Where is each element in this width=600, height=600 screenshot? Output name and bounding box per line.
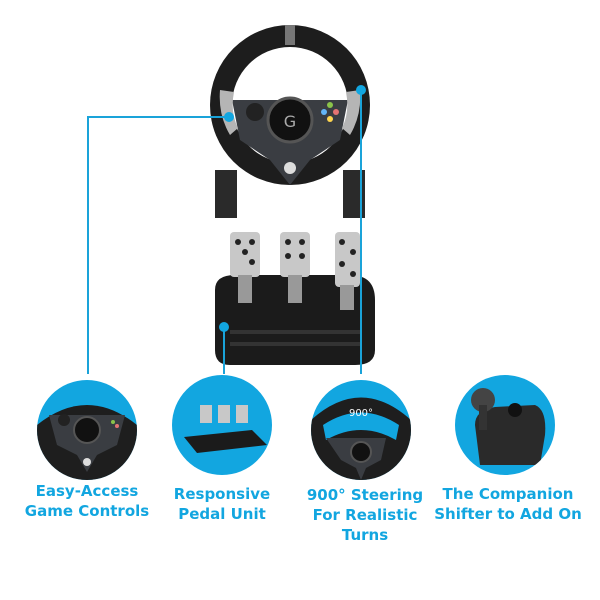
feature-pedals-image [172, 375, 272, 475]
caption-line: Easy-Access [35, 482, 139, 500]
feature-shifter-image [455, 375, 555, 475]
connector-line-steering [360, 90, 362, 374]
steering-rotation-icon: 900° [311, 397, 411, 480]
caption-line: Pedal Unit [178, 505, 266, 523]
feature-steering-label: 900° Steering For Realistic Turns [290, 485, 440, 545]
feature-shifter-label: The Companion Shifter to Add On [433, 484, 583, 524]
svg-text:900°: 900° [349, 408, 373, 419]
caption-line: Game Controls [24, 502, 150, 520]
connector-line-pedals [223, 327, 225, 374]
caption-line: For Realistic [312, 506, 418, 524]
feature-controls-image [37, 380, 137, 480]
gear-shifter-icon [471, 388, 546, 465]
feature-steering-image: 900° [311, 380, 411, 480]
caption-line: The Companion [442, 485, 574, 503]
caption-line: 900° Steering [306, 486, 424, 504]
hotspot-controls-dot[interactable] [224, 112, 234, 122]
hotspot-pedals-dot[interactable] [219, 322, 229, 332]
hotspot-steering-dot[interactable] [356, 85, 366, 95]
connector-line-controls-vertical [87, 116, 89, 374]
caption-line: Responsive [173, 485, 271, 503]
feature-controls-label: Easy-Access Game Controls [12, 481, 162, 521]
caption-line: Shifter to Add On [434, 505, 582, 523]
connector-line-controls [87, 116, 229, 118]
feature-pedals-label: Responsive Pedal Unit [147, 484, 297, 524]
pedal-set-icon [215, 232, 375, 365]
pedal-unit-icon [184, 405, 267, 453]
svg-text:G: G [284, 112, 296, 131]
wheel-controls-icon [37, 405, 137, 480]
caption-line: Turns [341, 526, 389, 544]
